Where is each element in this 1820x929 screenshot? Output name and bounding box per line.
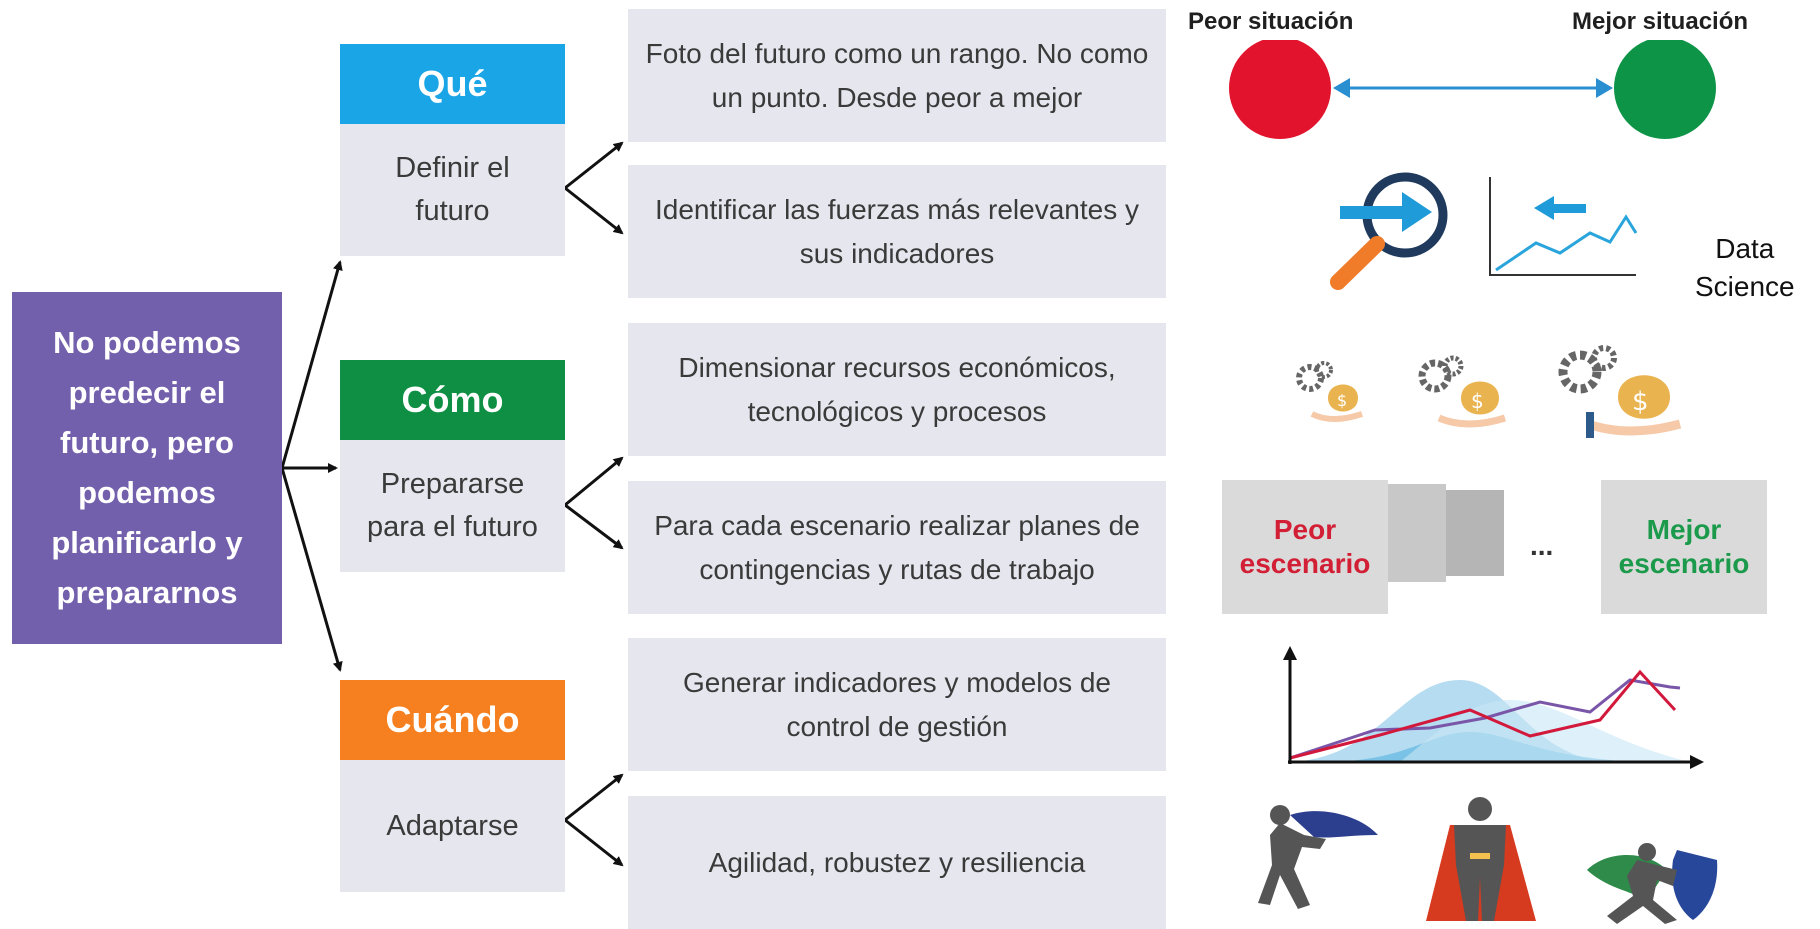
category-como: Cómo Prepararse para el futuro [340,360,565,572]
root-statement-text: No podemos predecir el futuro, pero pode… [51,325,243,610]
magnifier-arrow-icon [1330,172,1448,290]
gear-money-icon: $ [1296,361,1363,422]
worst-scenario-box: Peor escenario [1222,480,1388,614]
action-box-3: Dimensionar recursos económicos, tecnoló… [628,323,1166,456]
overlapping-curves-chart-icon [1283,646,1704,769]
category-que-title: Qué [340,44,565,124]
svg-text:$: $ [1632,387,1649,417]
best-situation-label: Mejor situación [1572,8,1749,35]
action-box-6: Agilidad, robustez y resiliencia [628,796,1166,929]
category-como-body: Prepararse para el futuro [340,440,565,572]
superhero-icon [1258,805,1378,909]
arrow-root-que [280,260,343,469]
scenario-middle-block [1446,490,1504,576]
data-science-label: Data Science [1695,233,1795,302]
action-box-5: Generar indicadores y modelos de control… [628,638,1166,771]
superhero-icon [1426,797,1536,921]
worst-situation-label: Peor situación [1188,8,1354,35]
best-situation-dot [1614,40,1716,139]
category-que: Qué Definir el futuro [340,44,565,256]
gear-money-icon: $ [1558,345,1682,438]
arrow-root-cuando [280,467,343,672]
trend-chart-icon [1489,177,1638,276]
category-cuando-body: Adaptarse [340,760,565,892]
action-box-2: Identificar las fuerzas más relevantes y… [628,165,1166,298]
superhero-icon [1587,843,1718,924]
worst-situation-dot [1229,40,1331,139]
range-diagram [1229,40,1716,139]
root-statement-box: No podemos predecir el futuro, pero pode… [12,292,282,644]
category-que-body: Definir el futuro [340,124,565,256]
action-box-1: Foto del futuro como un rango. No como u… [628,9,1166,142]
svg-text:$: $ [1471,389,1484,413]
svg-text:$: $ [1337,391,1347,410]
category-cuando: Cuándo Adaptarse [340,680,565,892]
scenario-middle-block [1386,484,1446,582]
best-scenario-box: Mejor escenario [1601,480,1767,614]
action-box-4: Para cada escenario realizar planes de c… [628,481,1166,614]
gear-money-icon: $ [1418,355,1507,428]
scenario-ellipsis: ... [1530,530,1554,561]
category-cuando-title: Cuándo [340,680,565,760]
category-como-title: Cómo [340,360,565,440]
